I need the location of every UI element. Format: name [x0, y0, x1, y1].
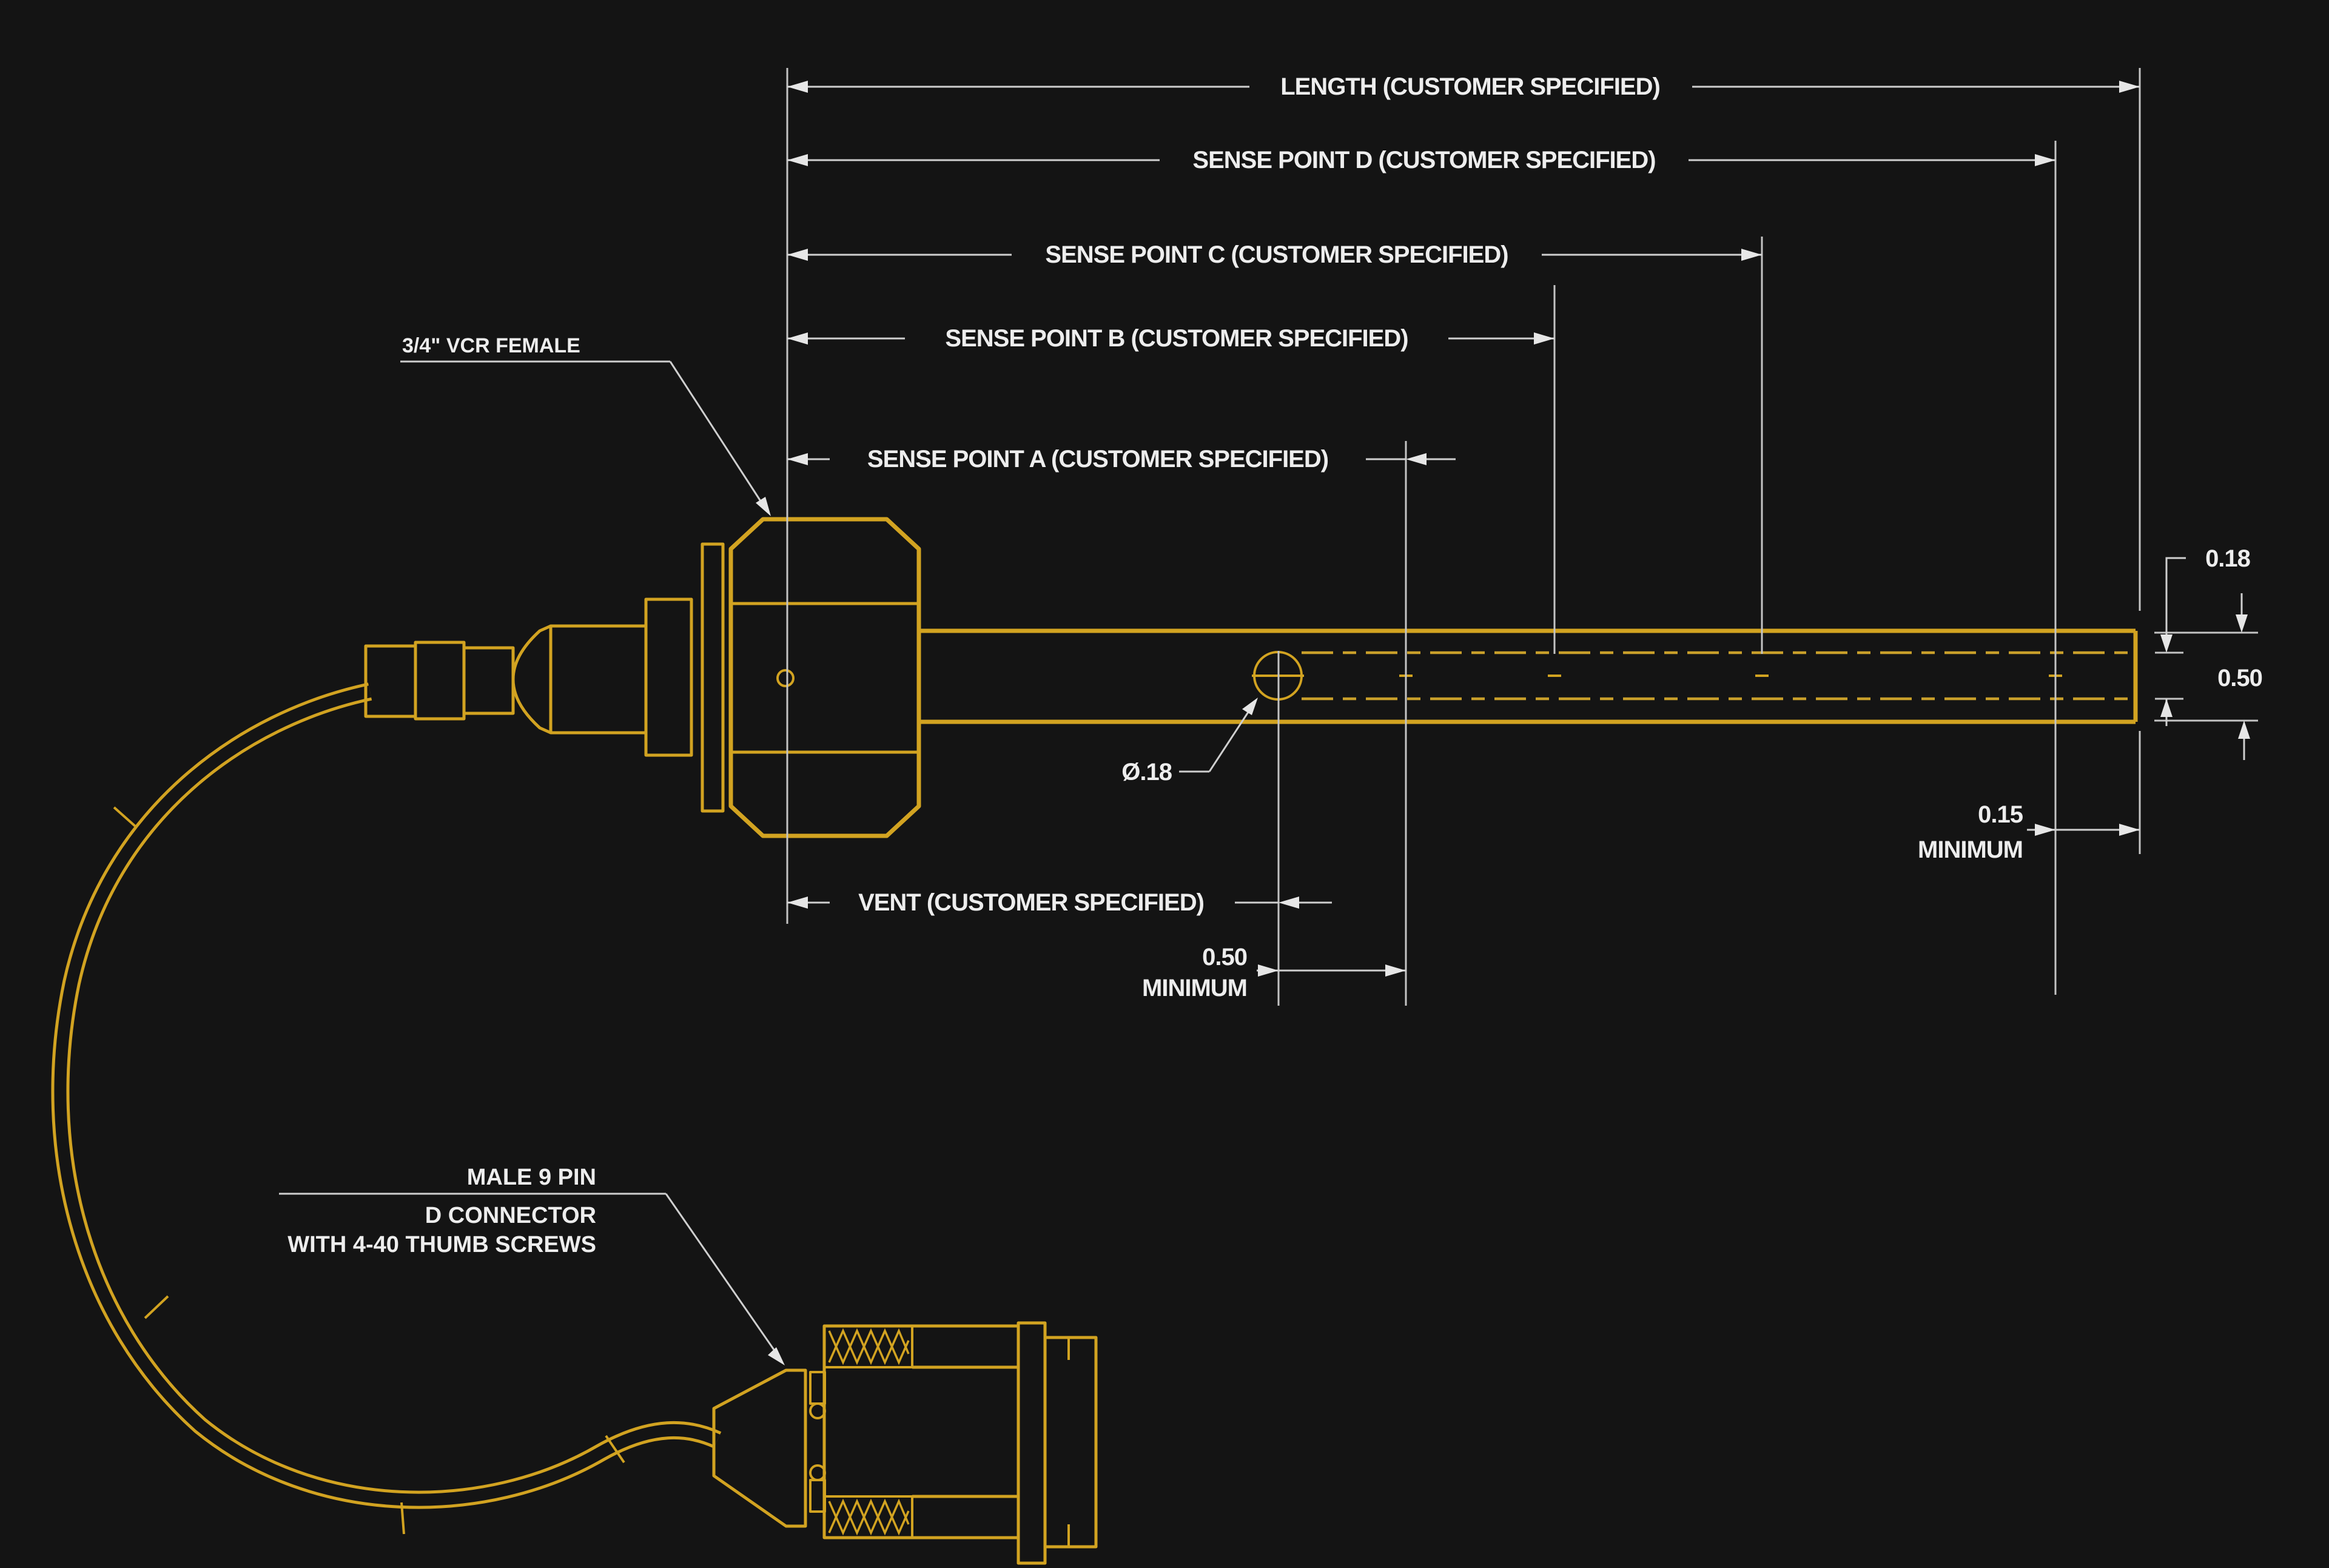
dim-bore-diameter: 0.18 — [2205, 545, 2251, 572]
dim-vent-clearance: 0.50 MINIMUM — [1142, 944, 1406, 1001]
cable-core — [54, 685, 721, 1506]
thumb-screw-top-shaft — [809, 1371, 826, 1405]
dim-sense-b-label: SENSE POINT B (CUSTOMER SPECIFIED) — [945, 325, 1408, 352]
dim-vent-clearance-qualifier: MINIMUM — [1142, 975, 1247, 1001]
dim-tip-clearance: 0.15 MINIMUM — [1918, 801, 2140, 863]
probe — [919, 628, 2138, 724]
cable-tick-1 — [113, 806, 137, 828]
vent-hole-diameter-label: Ø.18 — [1121, 759, 1172, 786]
cable-tick-2 — [144, 1295, 169, 1319]
flare-ring — [511, 624, 552, 735]
dim-sense-c-label: SENSE POINT C (CUSTOMER SPECIFIED) — [1045, 241, 1508, 268]
dim-cross-section: 0.18 0.50 — [2154, 545, 2263, 760]
thumb-screw-top-knob — [809, 1402, 826, 1419]
thumb-screw-bottom-shaft — [809, 1479, 826, 1513]
dimension-layer: LENGTH (CUSTOMER SPECIFIED) SENSE POINT … — [279, 68, 2263, 1365]
connector-label-line2: D CONNECTOR — [425, 1203, 596, 1228]
fitting-backshell-stem — [364, 542, 725, 813]
bore-dim-bracket — [2165, 557, 2186, 645]
vcr-fitting-label: 3/4" VCR FEMALE — [402, 334, 580, 357]
knurl-zigzag-top — [828, 1328, 910, 1365]
dim-sense-c: SENSE POINT C (CUSTOMER SPECIFIED) — [787, 241, 1762, 268]
crimp-band-3 — [462, 646, 515, 715]
leader-vcr-fitting: 3/4" VCR FEMALE — [400, 334, 771, 516]
connector-label-line3: WITH 4-40 THUMB SCREWS — [287, 1232, 596, 1257]
dim-sense-a: SENSE POINT A (CUSTOMER SPECIFIED) — [787, 446, 1456, 473]
dim-sense-b: SENSE POINT B (CUSTOMER SPECIFIED) — [787, 325, 1554, 352]
vcr-nut — [728, 517, 921, 838]
cable-tick-4 — [605, 1435, 625, 1464]
dim-length-label: LENGTH (CUSTOMER SPECIFIED) — [1280, 73, 1660, 100]
connector-body — [822, 1324, 1020, 1539]
knurl-strip-bottom — [823, 1495, 913, 1539]
nut-weep-hole — [776, 669, 795, 687]
thumb-screw-bottom-knob — [809, 1464, 826, 1481]
cable-tick-3 — [400, 1502, 405, 1535]
dim-outer-diameter: 0.50 — [2217, 665, 2262, 691]
dim-vent-label: VENT (CUSTOMER SPECIFIED) — [858, 889, 1204, 916]
connector-flange — [1017, 1321, 1047, 1565]
dim-tip-clearance-qualifier: MINIMUM — [1918, 836, 2023, 863]
d-connector — [712, 1321, 1098, 1565]
connector-label-line1: MALE 9 PIN — [467, 1165, 596, 1190]
dim-sense-d: SENSE POINT D (CUSTOMER SPECIFIED) — [787, 147, 2055, 173]
dim-sense-a-label: SENSE POINT A (CUSTOMER SPECIFIED) — [867, 446, 1328, 473]
knurl-strip-top — [823, 1325, 913, 1368]
leader-connector: MALE 9 PIN D CONNECTOR WITH 4-40 THUMB S… — [279, 1165, 785, 1365]
knurl-zigzag-bottom — [828, 1498, 910, 1536]
connector-barrel — [1043, 1336, 1098, 1549]
crimp-band-1 — [364, 644, 417, 718]
step-ring — [644, 597, 693, 757]
leader-vent-hole: Ø.18 — [1121, 698, 1258, 786]
dim-vent: VENT (CUSTOMER SPECIFIED) — [787, 889, 1332, 916]
connector-backshell — [712, 1368, 807, 1528]
nut-outline — [728, 517, 921, 838]
back-cylinder — [549, 624, 648, 735]
part-geometry — [51, 517, 2138, 1565]
dim-sense-d-label: SENSE POINT D (CUSTOMER SPECIFIED) — [1192, 147, 1655, 173]
crimp-band-2 — [414, 641, 466, 721]
dim-tip-clearance-value: 0.15 — [1978, 801, 2023, 828]
dim-vent-clearance-value: 0.50 — [1202, 944, 1247, 971]
washer-plate — [701, 542, 725, 813]
dim-length: LENGTH (CUSTOMER SPECIFIED) — [787, 73, 2140, 100]
cable — [51, 682, 722, 1535]
